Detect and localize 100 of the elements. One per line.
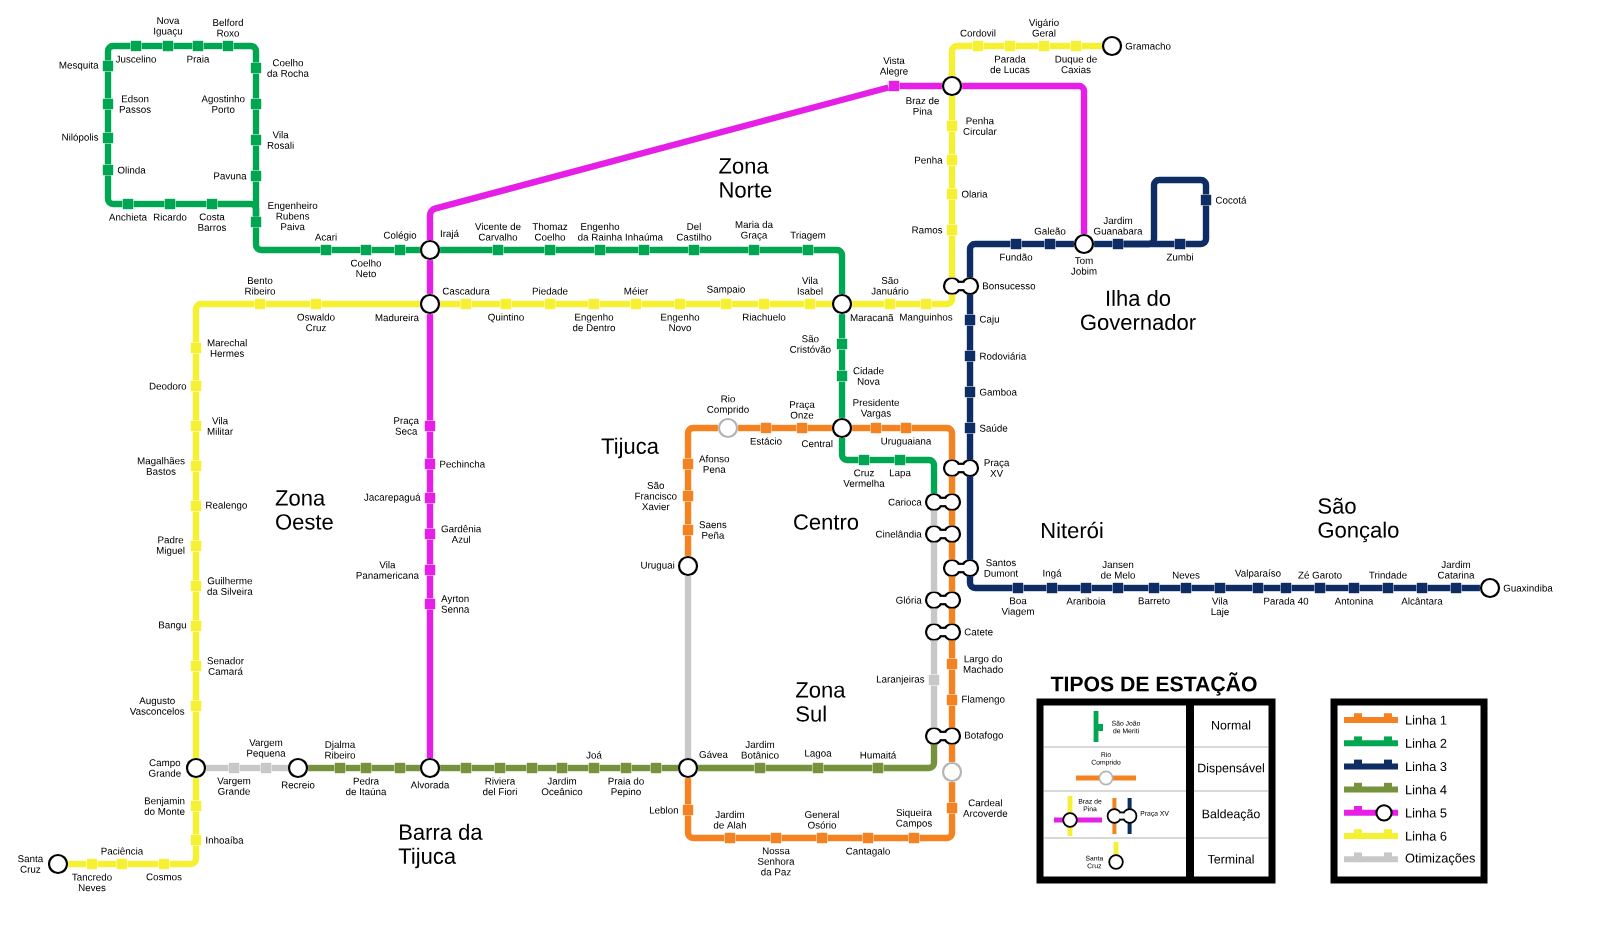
metro-line: [698, 764, 755, 772]
metro-line: [895, 300, 921, 308]
metro-line: [471, 764, 495, 772]
metro-line: [1263, 584, 1281, 592]
station-tick: [650, 762, 662, 774]
metro-line: [1055, 240, 1074, 248]
metro-line: [684, 501, 692, 525]
metro-line: [1021, 240, 1045, 248]
metro-line: [1091, 584, 1113, 592]
metro-line: [471, 300, 501, 308]
metro-line: [1359, 584, 1383, 592]
metro-line: [331, 246, 361, 254]
metro-line: [1291, 584, 1315, 592]
metro-line: [685, 300, 721, 308]
metro-line: [192, 778, 200, 801]
metro-line: [781, 834, 817, 842]
metro-line: [684, 815, 725, 842]
metro-line: [405, 764, 420, 772]
metro-line: [321, 300, 420, 308]
metro-line: [881, 424, 901, 432]
station-tick: [526, 762, 538, 774]
metro-line: [948, 235, 956, 278]
metro-line: [1461, 584, 1480, 592]
station-tick: [460, 762, 472, 774]
station-tick: [394, 762, 406, 774]
metro-line: [440, 764, 461, 772]
metro-line: [233, 42, 260, 63]
metro-line: [104, 42, 131, 61]
metro-line: [838, 381, 846, 418]
metro-line: [948, 131, 956, 155]
metro-line: [1049, 42, 1071, 50]
metro-line: [962, 82, 1088, 234]
metro-line: [252, 145, 260, 171]
metro-line: [838, 438, 859, 464]
metro-line: [192, 631, 200, 661]
metro-line: [1191, 584, 1215, 592]
metro-line: [948, 542, 956, 560]
metro-line: [192, 431, 200, 461]
metro-line: [252, 181, 260, 217]
metro-line: [192, 300, 255, 343]
metro-line: [684, 778, 692, 805]
metro-line: [948, 744, 956, 762]
area-name: São Gonçalo: [1318, 497, 1399, 543]
metro-line: [966, 476, 974, 560]
metro-line: [104, 175, 123, 208]
metro-line: [239, 764, 261, 772]
metro-line: [765, 764, 813, 772]
metro-line: [641, 300, 675, 308]
metro-line: [852, 424, 871, 432]
metro-line: [345, 764, 361, 772]
metro-line: [966, 576, 1013, 592]
metro-line: [599, 300, 631, 308]
area-name: Zona Oeste: [275, 490, 333, 530]
metro-line: [271, 764, 288, 772]
metro-line: [252, 109, 260, 135]
area-name: Ilha do Governador: [1081, 289, 1196, 331]
metro-line: [827, 834, 863, 842]
metro-line: [966, 433, 974, 460]
metro-line: [503, 246, 545, 254]
metro-line: [192, 671, 200, 701]
metro-line: [948, 476, 956, 494]
metro-line: [930, 542, 938, 592]
metro-line: [308, 764, 335, 772]
metro-line: [426, 84, 890, 240]
metro-line: [192, 591, 200, 621]
metro-line: [192, 711, 200, 758]
metro-line: [948, 640, 956, 659]
metro-line: [141, 42, 163, 50]
metro-line: [838, 349, 846, 371]
metro-line: [505, 764, 527, 772]
metro-line: [684, 424, 718, 459]
metro-line: [948, 165, 956, 189]
metro-line: [948, 510, 956, 526]
metro-line: [966, 294, 974, 315]
metro-line: [1159, 584, 1181, 592]
metro-line: [966, 397, 974, 423]
metro-line: [948, 42, 973, 76]
metro-line: [983, 42, 1005, 50]
metro-line: [948, 576, 956, 592]
metro-line: [127, 860, 159, 868]
metro-line: [173, 42, 193, 50]
metro-line: [426, 575, 434, 599]
metro-line: [966, 361, 974, 387]
metro-line: [104, 143, 112, 165]
metro-line: [966, 240, 1011, 278]
metro-line: [1081, 42, 1102, 50]
metro-line: [1123, 584, 1149, 592]
metro-line: [440, 246, 493, 254]
metro-line: [699, 246, 749, 254]
metro-line: [873, 834, 909, 842]
metro-line: [771, 424, 797, 432]
metro-line: [899, 82, 942, 90]
metro-line: [426, 539, 434, 565]
metro-line: [511, 300, 545, 308]
metro-line: [371, 246, 395, 254]
metro-line: [405, 246, 420, 254]
metro-line: [738, 424, 761, 432]
metro-line: [537, 764, 557, 772]
metro-line: [649, 246, 689, 254]
metro-line: [1057, 584, 1081, 592]
